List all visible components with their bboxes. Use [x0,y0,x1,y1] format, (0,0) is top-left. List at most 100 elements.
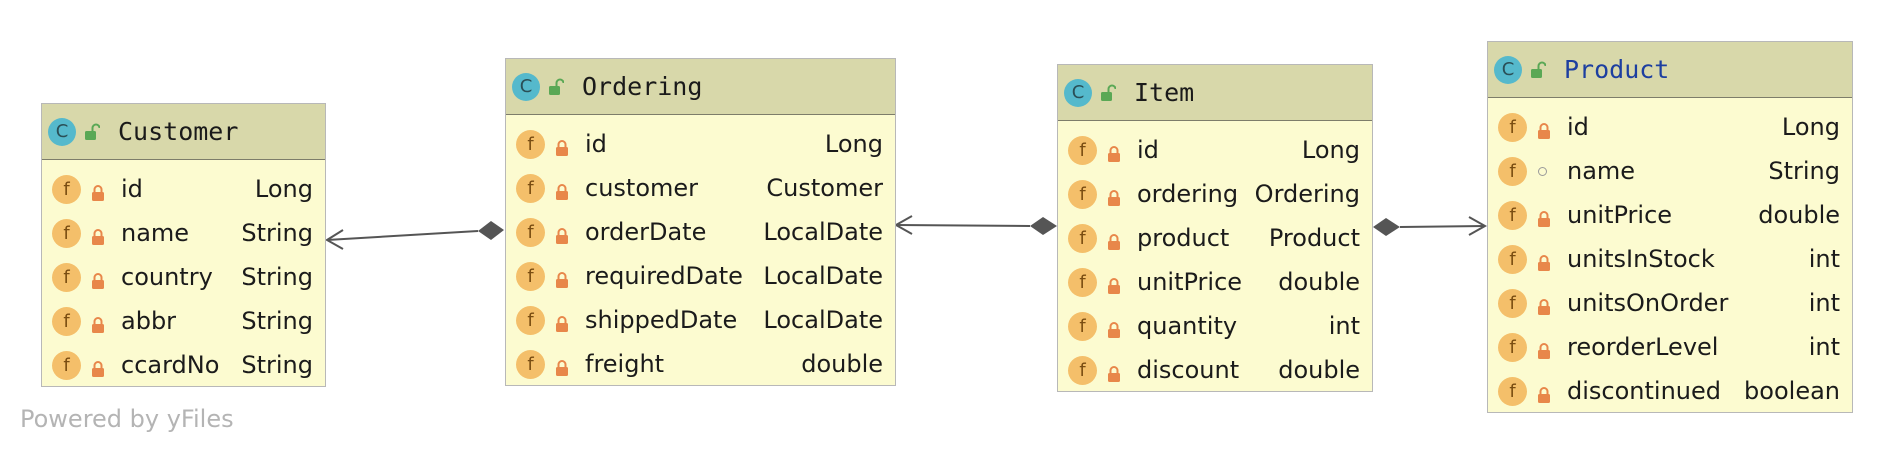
field-type: LocalDate [763,306,883,334]
class-icon: C [1064,78,1092,107]
field-icon: f [1498,288,1527,318]
class-title: Product [1564,55,1670,84]
edge-ordering-customer[interactable] [325,221,504,250]
composition-diamond-icon [1030,217,1057,235]
field-name: id [1567,113,1589,141]
class-title: Customer [118,117,239,146]
field-type: double [1758,201,1840,229]
class-header: C Item [1058,65,1372,121]
field-type: int [1808,245,1840,273]
field-row[interactable]: f reorderLevel int [1488,325,1852,369]
field-name: ordering [1137,180,1239,208]
field-name: id [1137,136,1159,164]
field-type: boolean [1744,377,1840,405]
private-lock-icon [555,179,569,200]
field-icon: f [1498,112,1527,142]
field-name: quantity [1137,312,1238,340]
field-icon: f [516,217,545,247]
field-name: shippedDate [585,306,738,334]
field-icon: f [1498,244,1527,274]
edge-item-product[interactable] [1373,216,1488,236]
private-lock-icon [91,268,105,289]
private-lock-icon [1537,250,1551,271]
field-type: String [241,307,313,335]
open-arrowhead-icon [893,215,913,235]
field-type: String [1768,157,1840,185]
field-icon: f [52,218,81,248]
field-name: discontinued [1567,377,1721,405]
field-type: int [1808,333,1840,361]
field-icon: f [1498,332,1527,362]
field-icon: f [1068,135,1097,165]
field-type: double [1278,356,1360,384]
field-icon: f [516,173,545,203]
field-name: abbr [121,307,177,335]
private-lock-icon [91,224,105,245]
field-name: reorderLevel [1567,333,1719,361]
field-name: product [1137,224,1230,252]
private-lock-icon [1107,141,1121,162]
field-type: String [241,263,313,291]
field-name: freight [585,350,665,378]
field-icon: f [1068,223,1097,253]
field-name: unitPrice [1567,201,1673,229]
private-lock-icon [1537,338,1551,359]
class-icon: C [48,117,76,146]
class-header: C Customer [42,104,325,160]
class-icon: C [512,72,540,101]
package-private-icon [1538,166,1547,176]
private-lock-icon [91,180,105,201]
field-row[interactable]: f unitsInStock int [1488,237,1852,281]
private-lock-icon [1537,206,1551,227]
private-lock-icon [1107,273,1121,294]
field-type: String [241,351,313,379]
field-icon: f [1498,376,1527,406]
field-icon: f [52,306,81,336]
field-row[interactable]: f abbr String [42,299,325,343]
field-type: String [241,219,313,247]
class-title: Item [1134,78,1195,107]
field-row[interactable]: f discontinued boolean [1488,369,1852,413]
private-lock-icon [91,312,105,333]
field-icon: f [52,174,81,204]
field-icon: f [1498,200,1527,230]
edge-item-ordering[interactable] [893,215,1057,235]
field-icon: f [516,349,545,379]
field-name: unitsOnOrder [1567,289,1729,317]
field-type: int [1328,312,1360,340]
field-row[interactable]: f unitPrice double [1488,193,1852,237]
public-visibility-icon [1100,84,1117,102]
private-lock-icon [1537,118,1551,139]
field-icon: f [52,262,81,292]
composition-diamond-icon [1373,218,1400,236]
field-name: unitsInStock [1567,245,1715,273]
watermark: Powered by yFiles [20,405,234,433]
